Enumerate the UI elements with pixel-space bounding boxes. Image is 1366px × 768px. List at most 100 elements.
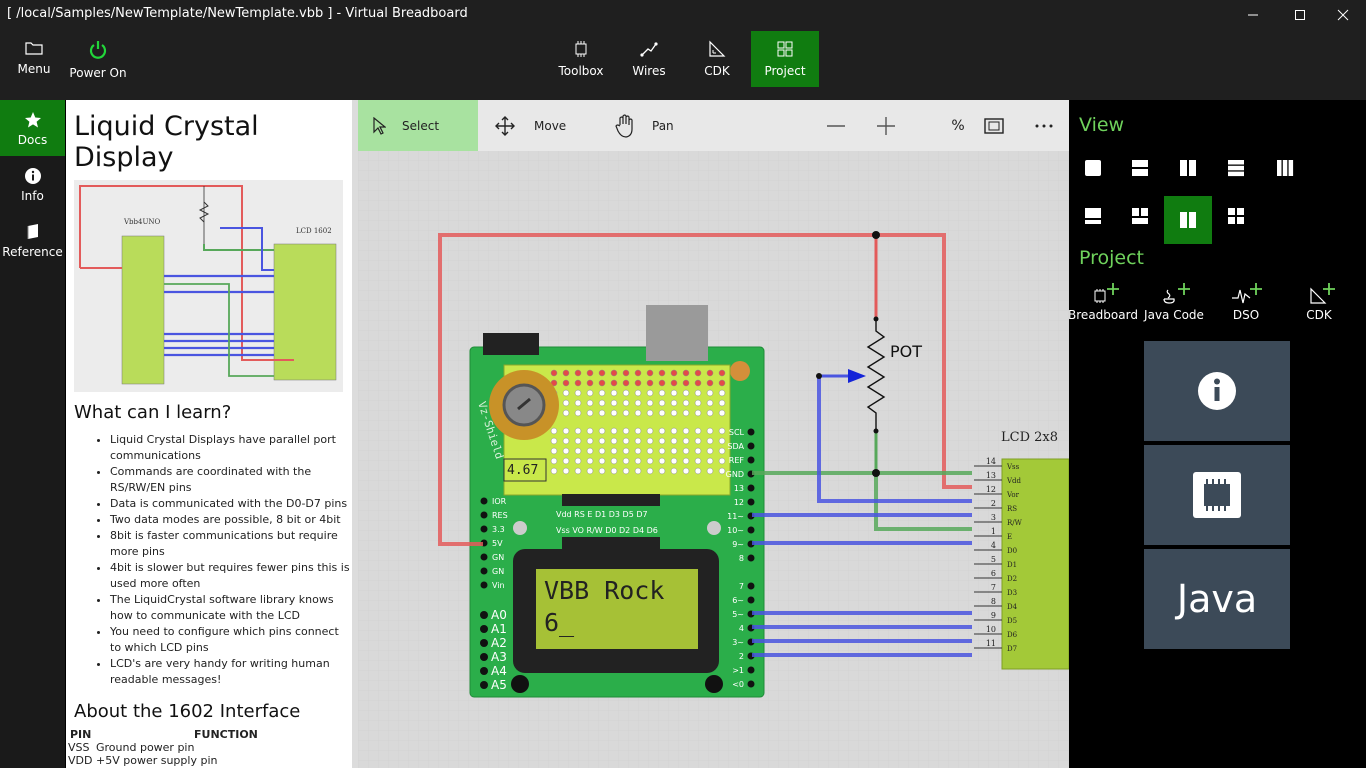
view-layout-three-rows[interactable] (1212, 144, 1260, 192)
docs-panel: Liquid Crystal Display Vbb4UNO LCD 1602 (66, 100, 352, 768)
project-label: Project (764, 64, 806, 78)
title-bar: [ /local/Samples/NewTemplate/NewTemplate… (0, 0, 1366, 30)
view-layout-mixed[interactable] (1116, 192, 1164, 240)
menu-button[interactable]: Menu (0, 31, 68, 87)
power-on-button[interactable]: Power On (64, 31, 132, 87)
nav-reference-label: Reference (2, 245, 63, 259)
nav-reference[interactable]: Reference (0, 212, 65, 268)
toolbox-button[interactable]: Toolbox (547, 31, 615, 87)
main-toolbar: Menu Power On Toolbox Wires CDK Project (0, 30, 1366, 100)
view-layout-split-horizontal[interactable] (1116, 144, 1164, 192)
breadboard-label: Breadboard (1068, 308, 1138, 322)
java-tile[interactable]: Java (1144, 549, 1290, 649)
doc-schematic: Vbb4UNO LCD 1602 (74, 180, 343, 392)
layout-hsplit-icon (1132, 160, 1148, 176)
pot-readout: 4.67 (507, 463, 538, 478)
shield-pin-label: 3~ (732, 638, 744, 647)
layout-rows-icon (1228, 160, 1244, 177)
info-tile[interactable] (1144, 341, 1290, 441)
lcd-pin-name: D4 (1007, 603, 1018, 611)
lcd-line-1: VBB Rock (544, 576, 664, 605)
layout-mixed-icon (1132, 208, 1148, 224)
lcd-pin-number: 6 (991, 569, 996, 578)
chip-icon (575, 41, 587, 57)
shield-pin-label: GN (492, 567, 504, 576)
zoom-percent-button[interactable]: % (948, 100, 968, 151)
shield-analog-pin-label: A1 (491, 622, 507, 636)
move-tool-button[interactable]: Move (494, 100, 604, 151)
zoom-in-button[interactable] (874, 100, 898, 151)
nav-info[interactable]: Info (0, 156, 65, 212)
add-breadboard-button[interactable]: Breadboard (1068, 282, 1138, 332)
view-layout-two-columns-active[interactable] (1164, 196, 1212, 244)
view-layout-split-vertical[interactable] (1164, 144, 1212, 192)
pan-tool-button[interactable]: Pan (614, 100, 724, 151)
add-cdk-button[interactable]: CDK (1284, 282, 1354, 332)
move-label: Move (534, 118, 567, 133)
lcd-pin-number: 11 (986, 639, 996, 648)
fit-to-screen-button[interactable] (982, 100, 1006, 151)
wire-5v-red[interactable] (438, 233, 972, 546)
select-label: Select (402, 118, 440, 133)
project-button[interactable]: Project (751, 31, 819, 87)
view-layout-single[interactable] (1069, 144, 1117, 192)
minimize-button[interactable] (1230, 0, 1276, 30)
wires-button[interactable]: Wires (615, 31, 683, 87)
shield-pin-label: 3.3 (492, 525, 505, 534)
view-layout-three-columns[interactable] (1261, 144, 1309, 192)
plus-icon (877, 116, 895, 135)
board-lcd-screen[interactable] (536, 569, 698, 649)
add-java-code-button[interactable]: Java Code (1139, 282, 1209, 332)
view-layout-quad[interactable] (1212, 192, 1260, 240)
lcd-pin-name: Vss (1006, 463, 1020, 471)
wire-rw-green[interactable] (874, 473, 972, 531)
lcd-pin-number: 2 (991, 499, 996, 508)
lcd-pin-name: D0 (1007, 547, 1017, 555)
zoom-out-button[interactable] (824, 100, 848, 151)
add-dso-button[interactable]: DSO (1211, 282, 1281, 332)
layout-vsplit-icon (1180, 160, 1196, 176)
lcd-pin-number: 12 (986, 485, 996, 494)
shield-pin-label: 8 (739, 554, 744, 563)
potentiometer-symbol[interactable] (866, 319, 886, 433)
chip-tile[interactable] (1144, 445, 1290, 545)
panel-splitter[interactable] (352, 100, 358, 768)
pin-table: PIN FUNCTION VSS Ground power pin VDD +5… (68, 728, 348, 767)
lcd-line-2: 6_ (544, 608, 575, 637)
project-heading: Project (1079, 247, 1145, 269)
cdk-project-label: CDK (1306, 308, 1332, 322)
close-icon (1337, 9, 1349, 21)
shield-pin-label: REF (729, 456, 745, 465)
wires-label: Wires (632, 64, 666, 78)
view-layout-top-bottom[interactable] (1069, 192, 1117, 240)
wires-icon (640, 42, 658, 57)
maximize-button[interactable] (1277, 0, 1323, 30)
left-nav: Docs Info Reference (0, 100, 65, 768)
header-top-labels: Vdd RS E D1 D3 D5 D7 (556, 510, 648, 519)
lcd-pin-name: D5 (1007, 617, 1017, 625)
shield-pin-label: 5V (492, 539, 503, 548)
cdk-button[interactable]: CDK (683, 31, 751, 87)
lcd-module[interactable] (1001, 458, 1069, 670)
folder-icon (25, 42, 43, 55)
more-options-button[interactable] (1032, 100, 1056, 151)
lcd-pin-name: Vdd (1006, 477, 1022, 485)
cdk-icon (709, 40, 726, 57)
shield-analog-pin-label: A3 (491, 650, 507, 664)
schematic-right-label: LCD 1602 (296, 227, 332, 235)
select-tool-button[interactable]: Select (358, 100, 478, 151)
lcd-pin-name: D2 (1007, 575, 1017, 583)
shield-pin-label: 9~ (732, 540, 744, 549)
java-tile-label: Java (1176, 577, 1258, 621)
close-button[interactable] (1320, 0, 1366, 30)
lcd-pin-number: 1 (991, 527, 996, 536)
nav-docs[interactable]: Docs (0, 100, 65, 156)
fit-screen-icon (984, 117, 1004, 134)
canvas-toolbar: Select Move Pan % (358, 100, 1069, 151)
wire-vo-blue[interactable] (817, 376, 972, 503)
list-item: The LiquidCrystal software library knows… (110, 592, 350, 624)
info-icon (24, 168, 41, 184)
shield-pin-label: 4 (739, 624, 744, 633)
header-bottom-labels: Vss VO R/W D0 D2 D4 D6 (556, 526, 658, 535)
breadboard-canvas[interactable]: Select Move Pan % (358, 100, 1069, 768)
